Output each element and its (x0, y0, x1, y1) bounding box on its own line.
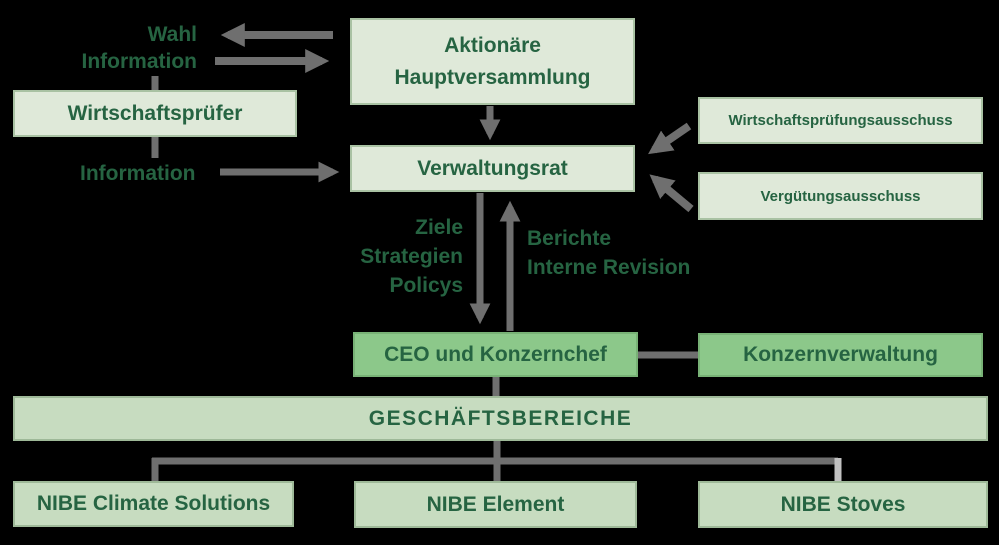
arrow-audit-committee-board (648, 122, 692, 155)
directives-label-line2: Strategien (360, 245, 463, 268)
business-unit-climate-solutions-box: NIBE Climate Solutions (13, 481, 294, 527)
information-label: Information (80, 162, 196, 185)
board-of-directors-box: Verwaltungsrat (350, 145, 635, 192)
shareholders-box-line1: Aktionäre (444, 33, 541, 57)
shareholders-box-line2: Hauptversammlung (394, 65, 591, 89)
reports-label-line1: Berichte (527, 227, 612, 250)
business-areas-box: GESCHÄFTSBEREICHE (13, 396, 988, 441)
election-label-line2: Information (81, 50, 198, 73)
ceo-box: CEO und Konzernchef (353, 332, 638, 377)
auditor-box: Wirtschaftsprüfer (13, 90, 297, 137)
directives-label: Ziele Strategien Policys (290, 213, 463, 300)
reports-label: Berichte Interne Revision (527, 224, 690, 282)
election-label-line1: Wahl (147, 23, 197, 46)
group-administration-box: Konzernverwaltung (698, 333, 983, 377)
directives-label-line1: Ziele (415, 216, 463, 239)
business-unit-stoves-box: NIBE Stoves (698, 481, 988, 528)
election-information-label: Wahl Information (30, 21, 198, 75)
business-unit-element-box: NIBE Element (354, 481, 637, 528)
shareholders-meeting-box: Aktionäre Hauptversammlung (350, 18, 635, 105)
arrow-pay-committee-board (649, 174, 694, 213)
audit-committee-box: Wirtschaftsprüfungsausschuss (698, 97, 983, 144)
reports-label-line2: Interne Revision (527, 256, 691, 279)
directives-label-line3: Policys (389, 274, 463, 297)
remuneration-committee-box: Vergütungsausschuss (698, 172, 983, 220)
